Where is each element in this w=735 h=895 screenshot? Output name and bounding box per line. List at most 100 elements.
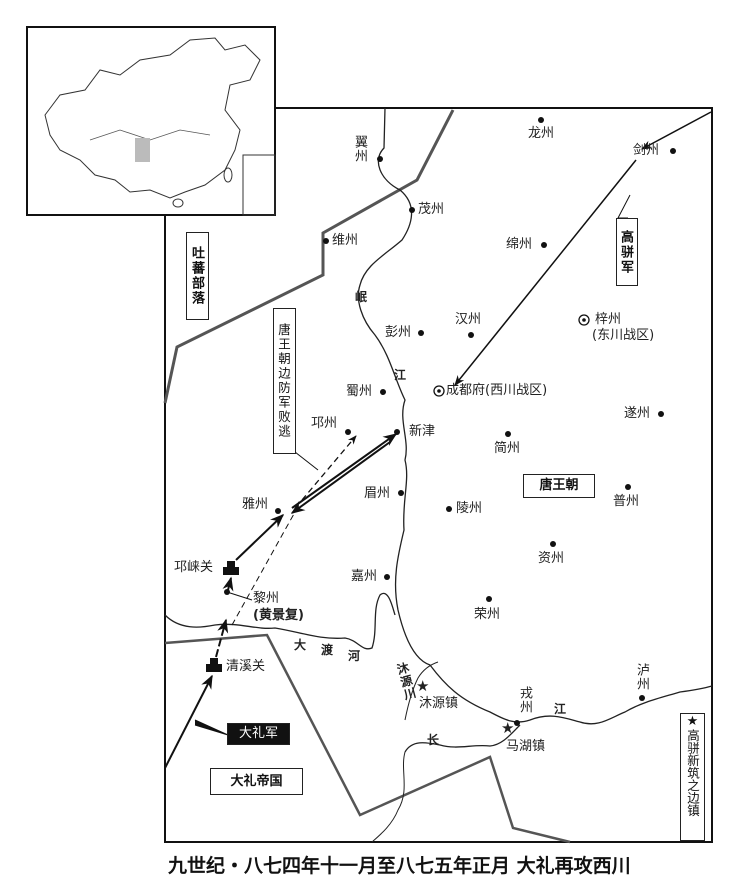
- city-dot-maozhou: [409, 207, 415, 213]
- city-dot-hanzhou: [468, 332, 474, 338]
- city-dot-rongzhou2: [514, 720, 520, 726]
- city-dot-jiazhou: [384, 574, 390, 580]
- place-rongzhou2: 戎州: [517, 686, 532, 714]
- place-zizhou: 梓州: [595, 312, 622, 327]
- city-dot-weizhou: [323, 238, 329, 244]
- star-icon-muyuan: ★: [416, 677, 430, 695]
- map-frame: [164, 107, 713, 843]
- place-jianzhou2: 简州: [494, 441, 521, 456]
- pass-qionglai-icon: [223, 561, 239, 575]
- place-qionglai-pass: 邛崃关: [174, 560, 214, 575]
- city-dot-rongzhou: [486, 596, 492, 602]
- place-yizhou: 翼州: [352, 135, 367, 163]
- river-jiang-label: 江: [554, 702, 567, 716]
- city-dot-xinjin: [394, 429, 400, 435]
- city-dot-puzhou: [625, 484, 631, 490]
- muyuan-river: [404, 661, 439, 721]
- river-chang-label: 长: [427, 733, 440, 747]
- place-suizhou: 遂州: [624, 406, 651, 421]
- city-dots: [224, 117, 676, 726]
- place-zizhou2: 资州: [538, 551, 565, 566]
- legend-star-label: 高骈新筑之边镇: [685, 729, 700, 817]
- place-yazhou: 雅州: [242, 497, 269, 512]
- gaopian-callout-pointer: [617, 194, 631, 219]
- city-dot-yizhou: [377, 156, 383, 162]
- legend-star-icon: ★: [686, 714, 699, 729]
- river-dadu-label-2: 渡: [321, 643, 334, 657]
- place-luzhou: 泸州: [634, 663, 649, 691]
- place-lingzhou: 陵州: [456, 501, 483, 516]
- city-dot-zizhou2: [550, 541, 556, 547]
- place-hanzhou: 汉州: [455, 312, 482, 327]
- city-dot-jianzhou: [670, 148, 676, 154]
- place-xinjin: 新津: [409, 424, 436, 439]
- city-dot-lingzhou: [446, 506, 452, 512]
- dali-arrow-3: [222, 576, 234, 592]
- place-mianzhou: 绵州: [506, 237, 533, 252]
- city-dot-qiongzhou: [345, 429, 351, 435]
- city-dot-luzhou: [639, 695, 645, 701]
- star-icon-mahu: ★: [501, 719, 515, 737]
- place-qingxi-pass: 清溪关: [226, 659, 266, 674]
- city-dot-suizhou: [658, 411, 664, 417]
- tang-retreat-label: 唐王朝边防军败逃: [273, 308, 296, 454]
- river-dadu-label-3: 河: [348, 649, 361, 663]
- dadu-river: [164, 592, 396, 650]
- place-maozhou: 茂州: [418, 202, 445, 217]
- retreat-dashed-arrow: [301, 435, 357, 501]
- city-dot-meizhou: [398, 490, 404, 496]
- place-rongzhou: 荣州: [474, 607, 501, 622]
- capital-chengdu-icon: [433, 385, 445, 397]
- pass-qingxi-icon: [206, 658, 222, 672]
- city-dot-lizhou: [224, 589, 230, 595]
- legend-box: ★ 高骈新筑之边镇: [680, 713, 705, 841]
- lizhou-leader-line: [226, 591, 253, 601]
- city-dot-shuzhou: [380, 389, 386, 395]
- dali-army-label: 大礼军: [227, 723, 290, 745]
- place-weizhou: 维州: [332, 233, 359, 248]
- place-shuzhou: 蜀州: [346, 384, 373, 399]
- dali-advance-xinjin-arrow: [290, 441, 391, 514]
- gaopian-army-label: 高骈军: [616, 218, 638, 286]
- city-dot-longzhou: [538, 117, 544, 123]
- dali-callout-pointer: [194, 719, 229, 736]
- tang-retreat-arrow: [291, 433, 398, 509]
- dali-border: [164, 633, 571, 844]
- gaopian-arrow-1: [641, 111, 712, 150]
- place-puzhou: 普州: [613, 494, 640, 509]
- place-lizhou: 黎州: [253, 591, 280, 606]
- city-dot-pengzhou: [418, 330, 424, 336]
- city-dot-jianzhou2: [505, 431, 511, 437]
- dali-arrow-2: [215, 618, 229, 658]
- place-chengdu: 成都府(西川战区): [446, 383, 548, 398]
- city-dot-yazhou: [275, 508, 281, 514]
- place-meizhou: 眉州: [364, 486, 391, 501]
- place-muyuan-town: 沐源镇: [419, 696, 459, 711]
- river-min-label-1: 岷: [355, 290, 368, 304]
- map-title: 九世纪・八七四年十一月至八七五年正月 大礼再攻西川: [168, 855, 631, 877]
- dali-arrow-1: [164, 674, 213, 769]
- place-pengzhou: 彭州: [385, 325, 412, 340]
- place-qiongzhou: 邛州: [311, 416, 338, 431]
- tang-callout-pointer: [294, 451, 319, 471]
- capital-zizhou-icon: [578, 314, 590, 326]
- river-dadu-label-1: 大: [294, 638, 307, 652]
- tubo-border: [163, 109, 455, 404]
- inset-china-map: [26, 26, 276, 216]
- region-tubo-label: 吐蕃部落: [186, 232, 209, 320]
- min-river: [357, 107, 713, 725]
- region-tang-label: 唐王朝: [523, 474, 595, 498]
- river-min-label-2: 江: [394, 368, 407, 382]
- retreat-dashed-line: [231, 511, 296, 626]
- changjiang-branch: [404, 724, 521, 753]
- dali-arrow-4: [235, 514, 285, 561]
- region-dali-label: 大礼帝国: [210, 768, 303, 795]
- place-jianzhou: 剑州: [633, 143, 660, 158]
- gaopian-arrow-2: [454, 159, 637, 386]
- city-dot-mianzhou: [541, 242, 547, 248]
- place-mahu-town: 马湖镇: [506, 739, 546, 754]
- place-jiazhou: 嘉州: [351, 569, 378, 584]
- place-longzhou: 龙州: [528, 126, 555, 141]
- place-zizhou-note: (东川战区): [592, 328, 655, 343]
